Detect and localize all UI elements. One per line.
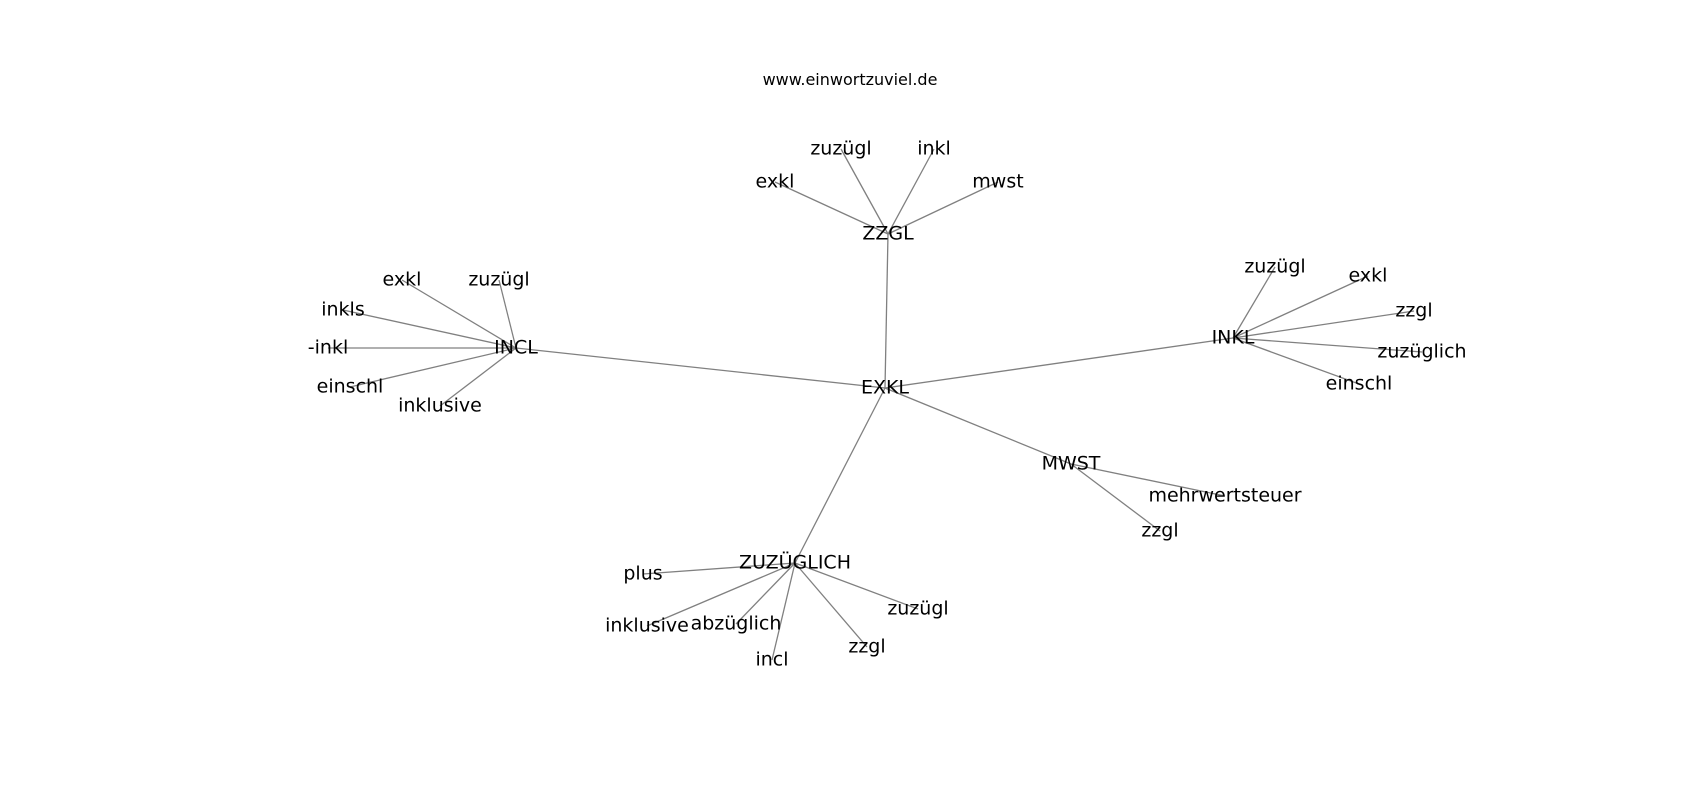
node-leaf-2-0: zuzügl	[1244, 256, 1305, 278]
edge-1-4	[349, 347, 517, 388]
edge-0-2	[887, 148, 935, 235]
node-leaf-0-3: mwst	[972, 171, 1023, 193]
node-leaf-4-3: incl	[755, 649, 788, 671]
node-hub-0: ZZGL	[862, 223, 914, 245]
edge-4-4	[794, 562, 868, 648]
node-leaf-4-2: abzüglich	[691, 613, 782, 635]
edge-0-3	[887, 181, 999, 235]
edge-2-1	[1232, 275, 1369, 339]
edge-1-0	[401, 279, 517, 349]
edge-center-3	[884, 387, 1072, 465]
edge-1-1	[498, 279, 517, 349]
site-title: www.einwortzuviel.de	[762, 70, 938, 89]
node-leaf-2-1: exkl	[1349, 265, 1388, 287]
edge-4-5	[794, 562, 919, 610]
edge-3-0	[1070, 463, 1226, 497]
node-leaf-4-0: plus	[623, 563, 662, 585]
node-leaf-2-3: zuzüglich	[1377, 341, 1466, 363]
node-leaf-4-5: zuzügl	[887, 598, 948, 620]
node-hub-4: ZUZÜGLICH	[739, 551, 851, 574]
node-hub-1: INCL	[494, 337, 538, 359]
edge-center-2	[884, 337, 1234, 389]
edge-2-2	[1232, 310, 1415, 339]
node-center: EXKL	[861, 377, 909, 399]
node-leaf-2-2: zzgl	[1395, 300, 1432, 322]
node-leaf-0-1: zuzügl	[810, 138, 871, 160]
node-leaf-3-0: mehrwertsteuer	[1148, 485, 1301, 507]
node-leaf-2-4: einschl	[1326, 373, 1393, 395]
edge-4-1	[646, 562, 796, 627]
node-leaf-1-3: -inkl	[308, 337, 348, 359]
edge-center-1	[515, 347, 886, 389]
edge-center-0	[884, 233, 889, 389]
node-leaf-0-0: exkl	[756, 171, 795, 193]
edge-2-4	[1232, 337, 1360, 385]
edge-center-4	[794, 387, 886, 564]
node-leaf-0-2: inkl	[917, 138, 951, 160]
node-leaf-4-4: zzgl	[848, 636, 885, 658]
node-leaf-3-1: zzgl	[1141, 520, 1178, 542]
edge-4-3	[771, 562, 796, 661]
node-leaf-1-5: inklusive	[398, 395, 482, 417]
edge-2-3	[1232, 337, 1423, 353]
edge-1-5	[439, 347, 517, 407]
node-leaf-1-2: inkls	[321, 299, 365, 321]
edge-4-2	[735, 562, 796, 625]
node-leaf-1-0: exkl	[383, 269, 422, 291]
edge-3-1	[1070, 463, 1161, 532]
node-hub-3: MWST	[1042, 453, 1101, 475]
edge-2-0	[1232, 266, 1276, 339]
node-leaf-1-4: einschl	[317, 376, 384, 398]
node-leaf-1-1: zuzügl	[468, 269, 529, 291]
node-hub-2: INKL	[1212, 327, 1255, 349]
node-leaf-4-1: inklusive	[605, 615, 689, 637]
edge-0-0	[774, 181, 889, 235]
edge-4-0	[642, 562, 796, 575]
edge-1-2	[342, 309, 517, 349]
edge-0-1	[840, 148, 889, 235]
